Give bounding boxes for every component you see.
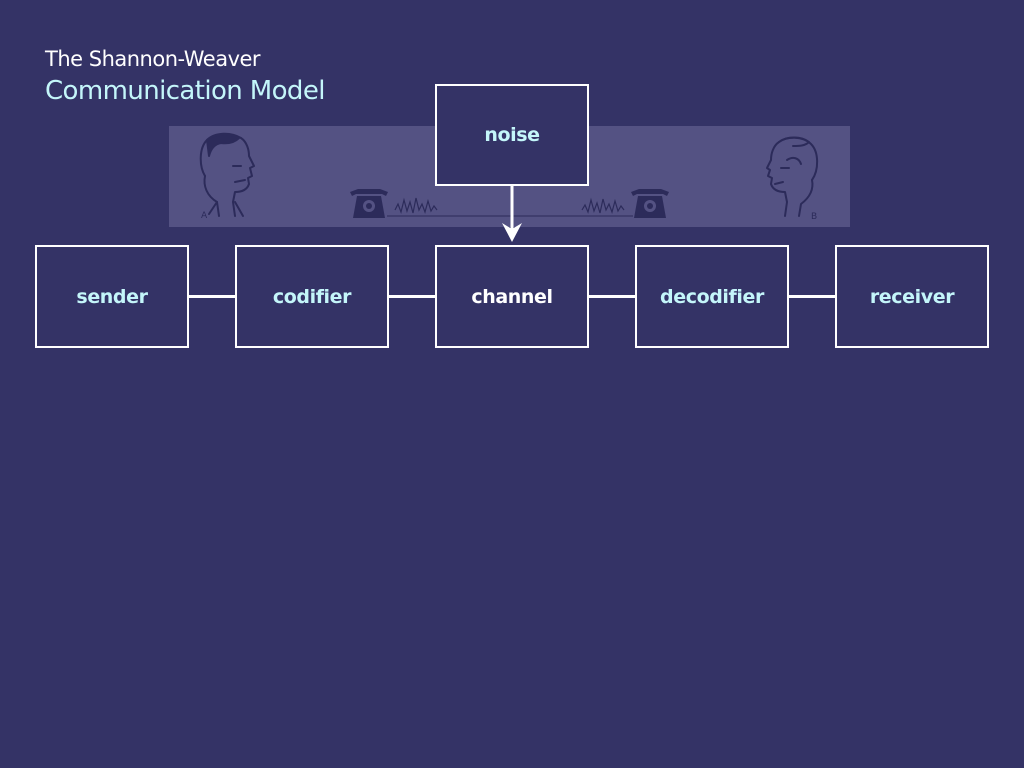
receiver-label: receiver bbox=[869, 285, 955, 308]
title-line-1: The Shannon-Weaver bbox=[45, 47, 261, 71]
label-b: B bbox=[811, 212, 817, 222]
telephone-right-icon bbox=[631, 189, 669, 218]
connector-channel-decodifier bbox=[588, 295, 636, 298]
title-line-2: Communication Model bbox=[45, 76, 325, 106]
connector-codifier-channel bbox=[388, 295, 436, 298]
noise-label: noise bbox=[484, 124, 540, 146]
illustration-svg: A B bbox=[199, 132, 819, 222]
connector-decodifier-receiver bbox=[788, 295, 836, 298]
sender-label: sender bbox=[76, 285, 148, 308]
sender-box: sender bbox=[35, 245, 189, 348]
noise-box: noise bbox=[435, 84, 589, 186]
decodifier-label: decodifier bbox=[660, 285, 764, 308]
telephone-left-icon bbox=[350, 189, 388, 218]
connector-sender-codifier bbox=[188, 295, 236, 298]
codifier-box: codifier bbox=[235, 245, 389, 348]
channel-box: channel bbox=[435, 245, 589, 348]
codifier-label: codifier bbox=[272, 285, 352, 308]
person-a-head-icon bbox=[199, 132, 255, 217]
receiver-box: receiver bbox=[835, 245, 989, 348]
decodifier-box: decodifier bbox=[635, 245, 789, 348]
person-b-head-icon bbox=[766, 136, 819, 217]
channel-label: channel bbox=[471, 285, 553, 308]
noise-wave-right bbox=[581, 197, 625, 214]
noise-wave-left bbox=[394, 197, 438, 215]
noise-arrow bbox=[502, 185, 522, 242]
label-a: A bbox=[201, 211, 208, 221]
